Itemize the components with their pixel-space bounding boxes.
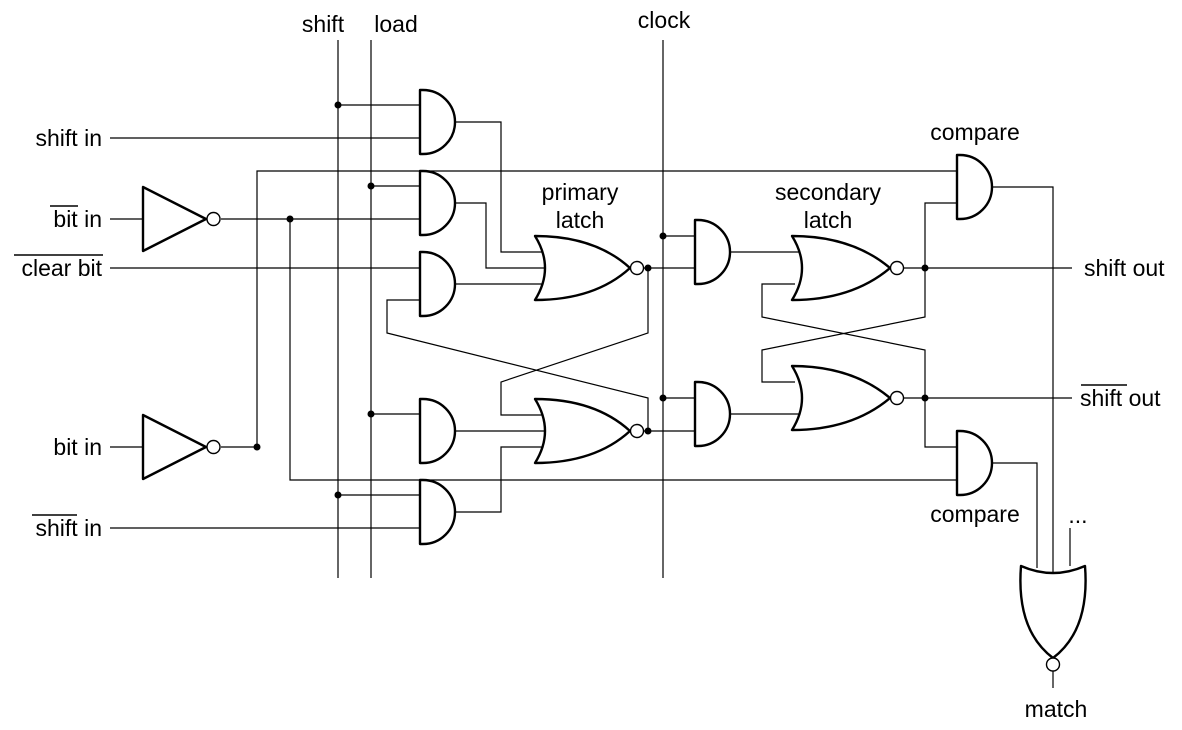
g1-to-nor1 [455, 121, 545, 253]
clocked-and-bottom [693, 380, 732, 448]
bit-in-label: bit in [53, 434, 102, 460]
junction-dot [921, 394, 929, 402]
ellipsis-label: ... [1068, 502, 1087, 528]
shift-in-label: shift in [36, 125, 102, 151]
match-label: match [1025, 696, 1088, 722]
junction-dot [334, 101, 342, 109]
primary-latch-label-2: latch [556, 207, 605, 233]
primary-nor-bottom [533, 397, 632, 465]
shift-out-label: shift out [1084, 255, 1165, 281]
g5-to-nor2 [455, 446, 545, 513]
wires [110, 40, 1072, 688]
junction-dot [334, 491, 342, 499]
junction-dot [367, 182, 375, 190]
junction-dot [921, 264, 929, 272]
primary-nor-bottom-bubble [629, 423, 645, 439]
and-gate-1 [418, 88, 457, 156]
junction-dot [367, 410, 375, 418]
nor2-feedback [386, 299, 649, 431]
secondary-nor-bottom-bubble [889, 390, 905, 406]
g2-to-nor1 [455, 202, 550, 269]
compare-bottom-label: compare [930, 501, 1019, 527]
secondary-latch-label-2: latch [804, 207, 853, 233]
junction-dot [644, 427, 652, 435]
compare-top-out [990, 186, 1054, 572]
bit-in-bar-label: bit in [53, 206, 102, 232]
inverter-bit-in [141, 413, 208, 481]
primary-nor-top-bubble [629, 260, 645, 276]
negation-overbars [14, 205, 1127, 516]
secondary-nor-top-bubble [889, 260, 905, 276]
shift-out-bar-label: shift out [1080, 385, 1161, 411]
load-label: load [374, 11, 417, 37]
match-nor-gate [1019, 564, 1087, 660]
shiftout-to-compare-top [924, 202, 957, 268]
bitbar-to-compare-bottom [289, 219, 957, 481]
secondary-latch-label-1: secondary [775, 179, 882, 205]
shiftoutbar-to-compare-bottom [924, 398, 957, 448]
secondary-nor-top [790, 234, 892, 302]
junction-dots [253, 101, 929, 499]
compare-and-top [955, 153, 994, 221]
nor1-feedback [500, 268, 649, 416]
junction-dot [659, 232, 667, 240]
match-nor-bubble [1045, 657, 1061, 672]
and-gate-4 [418, 397, 457, 465]
shift-label: shift [302, 11, 345, 37]
compare-top-label: compare [930, 119, 1019, 145]
and-gate-3 [418, 250, 457, 318]
inverter-bit-in-bar [141, 185, 208, 253]
compare-and-bottom [955, 429, 994, 497]
junction-dot [644, 264, 652, 272]
nor4-feedback [761, 283, 926, 398]
inverter-bubble-1 [206, 211, 221, 227]
clock-label: clock [638, 7, 691, 33]
inverter-bubble-2 [206, 439, 221, 455]
bit-to-compare-top [256, 170, 957, 447]
labels: shift load clock shift in bit in clear b… [21, 7, 1165, 722]
gates [141, 88, 1087, 672]
and-gate-5 [418, 478, 457, 546]
junction-dot [253, 443, 261, 451]
junction-dot [286, 215, 294, 223]
clear-bit-label: clear bit [21, 255, 102, 281]
secondary-nor-bottom [790, 364, 892, 432]
nor3-feedback [761, 268, 926, 383]
clocked-and-top [693, 218, 732, 286]
and-gate-2 [418, 169, 457, 237]
compare-bottom-out [990, 462, 1038, 568]
shift-in-bar-label: shift in [36, 515, 102, 541]
primary-latch-label-1: primary [542, 179, 619, 205]
primary-nor-top [533, 234, 632, 302]
junction-dot [659, 394, 667, 402]
